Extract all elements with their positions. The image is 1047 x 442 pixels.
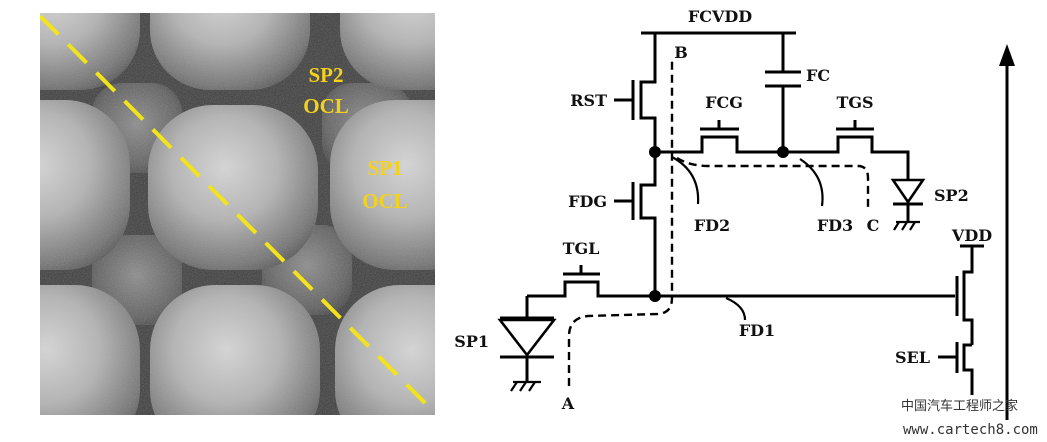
fd3-junction (777, 146, 789, 158)
sp2-ocl-label-line1: SP2 (308, 63, 343, 87)
fd1-pointer (725, 296, 747, 321)
vdd-label: VDD (951, 226, 992, 245)
fc-label: FC (806, 66, 830, 85)
fd1-label: FD1 (739, 321, 775, 340)
sp1-label: SP1 (454, 332, 489, 351)
fcg-transistor (655, 120, 783, 154)
sp1-ocl-label-line1: SP1 (367, 156, 402, 180)
micrograph-panel (40, 13, 435, 415)
source-follower-transistor (950, 244, 984, 345)
fcvdd-label: FCVDD (688, 7, 752, 26)
charge-path-a-to-b (567, 60, 674, 386)
path-a-label: A (561, 394, 575, 413)
output-arrow (999, 44, 1015, 420)
path-c-label: C (867, 216, 880, 235)
sp1-ocl-label-line2: OCL (362, 189, 408, 213)
watermark-url: www.cartech8.com (903, 422, 1038, 438)
tgl-transistor (527, 265, 655, 298)
tgl-label: TGL (563, 239, 600, 258)
sel-transistor (938, 342, 974, 395)
diagonal-cut-line (40, 14, 434, 412)
charge-path-to-c (676, 156, 870, 210)
sp2-photodiode (890, 178, 926, 231)
fcg-label: FCG (705, 93, 743, 112)
fd1-junction (649, 290, 661, 302)
fd2-label: FD2 (694, 216, 730, 235)
tgs-label: TGS (836, 93, 873, 112)
fd2-junction (649, 146, 661, 158)
fdg-label: FDG (568, 192, 607, 211)
fd3-pointer (799, 158, 824, 207)
path-b-label: B (674, 43, 688, 62)
sp1-photodiode (497, 296, 557, 392)
fdg-transistor (614, 152, 657, 296)
watermark-chinese: 中国汽车工程师之家 (901, 398, 1018, 414)
rst-label: RST (570, 91, 607, 110)
sel-label: SEL (895, 348, 930, 367)
fc-capacitor (765, 33, 801, 152)
fd3-label: FD3 (817, 216, 853, 235)
sp2-ocl-label-line2: OCL (303, 94, 349, 118)
tgs-transistor (783, 120, 910, 180)
rst-transistor (614, 31, 657, 152)
fd2-pointer (671, 156, 700, 205)
pixel-schematic: FCVDD RST FC FCG TGS (454, 7, 1015, 420)
sp2-label: SP2 (934, 186, 969, 205)
